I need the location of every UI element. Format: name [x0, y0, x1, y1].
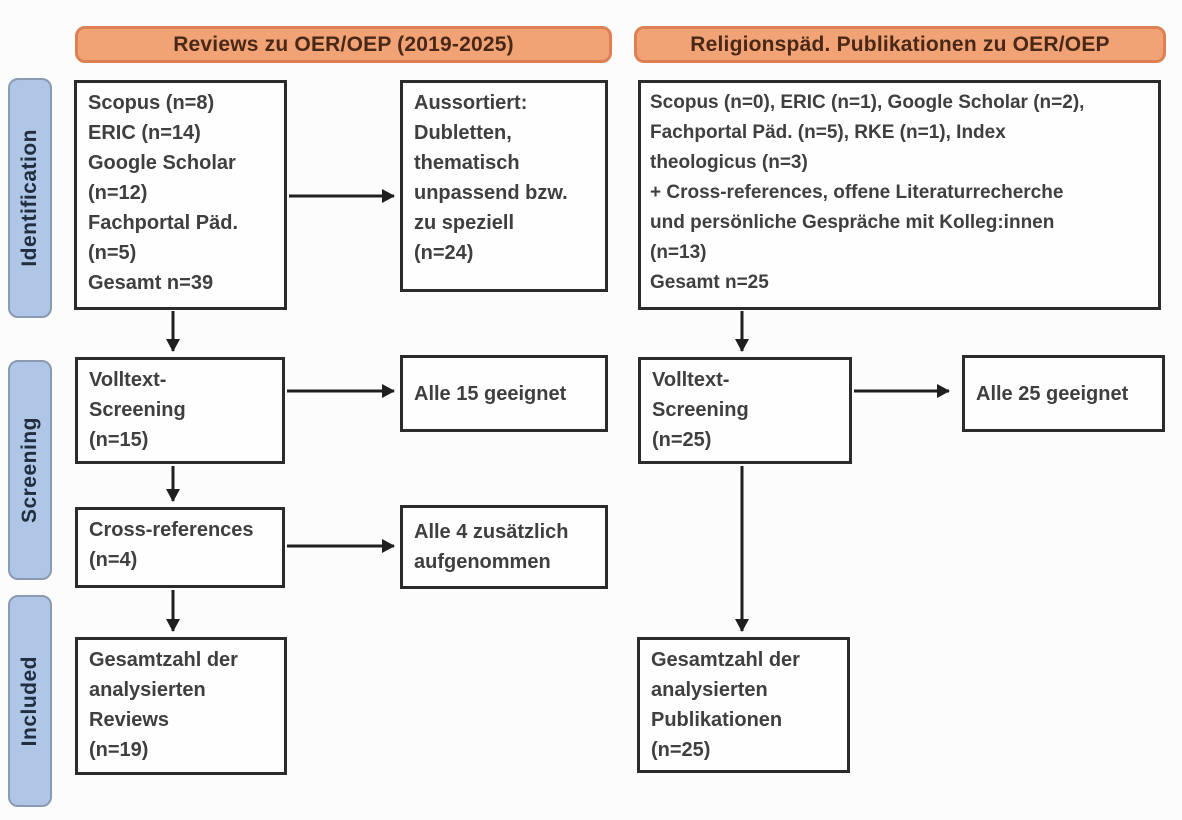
- left-crossref-result-box: Alle 4 zusätzlich aufgenommen: [400, 505, 608, 589]
- stage-included-label: Included: [18, 655, 41, 747]
- left-included-text: Gesamtzahl der analysierten Reviews (n=1…: [89, 649, 238, 761]
- left-column-header-label: Reviews zu OER/OEP (2019-2025): [173, 32, 514, 56]
- left-fulltext-screening-box: Volltext- Screening (n=15): [75, 357, 285, 464]
- left-excluded-text: Aussortiert: Dubletten, thematisch unpas…: [414, 92, 568, 264]
- left-excluded-box: Aussortiert: Dubletten, thematisch unpas…: [400, 80, 608, 292]
- left-crossref-result-text: Alle 4 zusätzlich aufgenommen: [414, 521, 569, 573]
- left-screening-result-box: Alle 15 geeignet: [400, 355, 608, 432]
- left-sources-text: Scopus (n=8) ERIC (n=14) Google Scholar …: [88, 92, 239, 294]
- right-column-header-label: Religionspäd. Publikationen zu OER/OEP: [690, 32, 1110, 56]
- left-screening-result-text: Alle 15 geeignet: [414, 382, 567, 405]
- stage-screening: Screening: [8, 360, 52, 580]
- right-included-box: Gesamtzahl der analysierten Publikatione…: [637, 637, 850, 773]
- right-fulltext-screening-text: Volltext- Screening (n=25): [652, 369, 749, 451]
- left-column-header: Reviews zu OER/OEP (2019-2025): [75, 26, 612, 63]
- stage-identification: Identification: [8, 78, 52, 318]
- right-screening-result-text: Alle 25 geeignet: [976, 382, 1129, 405]
- stage-identification-label: Identification: [18, 129, 41, 267]
- right-sources-box: Scopus (n=0), ERIC (n=1), Google Scholar…: [638, 80, 1161, 310]
- stage-screening-label: Screening: [18, 416, 41, 524]
- right-column-header: Religionspäd. Publikationen zu OER/OEP: [634, 26, 1166, 63]
- right-screening-result-box: Alle 25 geeignet: [962, 355, 1165, 432]
- stage-included: Included: [8, 595, 52, 807]
- left-included-box: Gesamtzahl der analysierten Reviews (n=1…: [75, 637, 287, 775]
- left-crossref-text: Cross-references (n=4): [89, 519, 254, 571]
- right-sources-text: Scopus (n=0), ERIC (n=1), Google Scholar…: [650, 92, 1085, 293]
- right-fulltext-screening-box: Volltext- Screening (n=25): [638, 357, 852, 464]
- left-crossref-box: Cross-references (n=4): [75, 507, 285, 588]
- left-sources-box: Scopus (n=8) ERIC (n=14) Google Scholar …: [74, 80, 287, 310]
- right-included-text: Gesamtzahl der analysierten Publikatione…: [651, 649, 800, 761]
- left-fulltext-screening-text: Volltext- Screening (n=15): [89, 369, 186, 451]
